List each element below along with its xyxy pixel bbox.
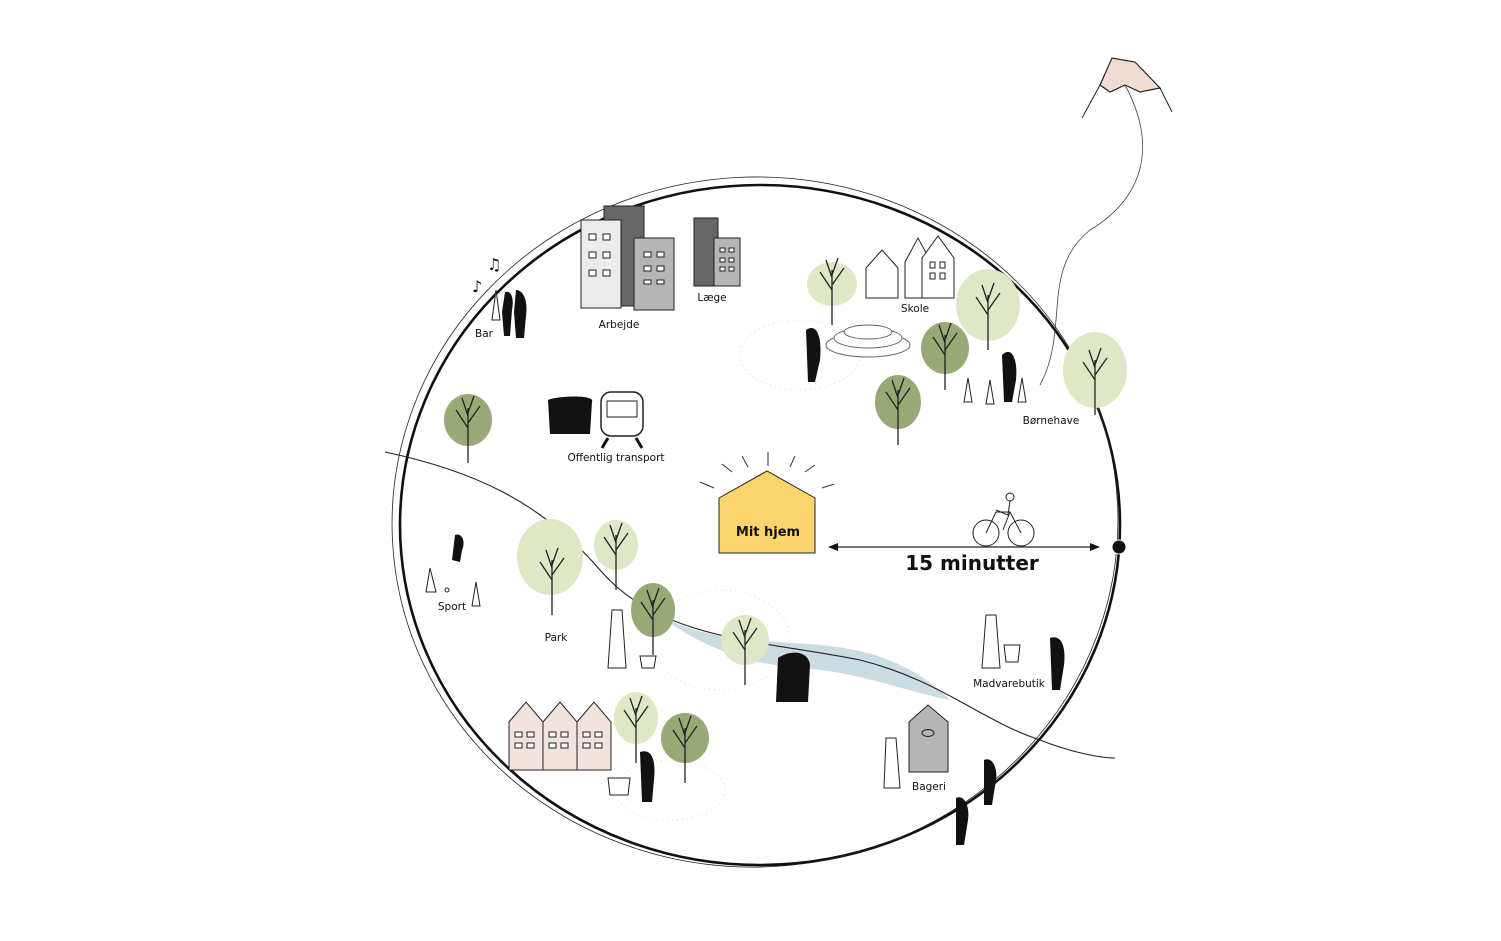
tree-icon xyxy=(594,520,638,591)
tree-icon xyxy=(921,322,969,391)
label-school: Skole xyxy=(901,303,929,315)
park-people-icon xyxy=(607,609,810,702)
tree-icon xyxy=(956,269,1020,351)
tree-icon xyxy=(517,519,583,616)
label-doctor: Læge xyxy=(697,292,726,304)
sport-people-icon xyxy=(425,534,481,607)
row-houses-icon xyxy=(508,701,655,802)
label-park: Park xyxy=(545,632,569,644)
label-bakery: Bageri xyxy=(912,781,946,793)
svg-text:♫: ♫ xyxy=(487,255,501,274)
label-transport: Offentlig transport xyxy=(567,452,664,464)
kite-icon xyxy=(1039,57,1173,386)
tree-icon xyxy=(807,257,857,326)
bakery-icon xyxy=(883,704,997,845)
office-buildings-icon xyxy=(580,205,741,311)
label-bar: Bar xyxy=(475,328,494,340)
city-boundary-circle xyxy=(391,176,1122,868)
tree-icon xyxy=(661,713,709,784)
distance-label: 15 minutter xyxy=(905,551,1039,575)
grocery-shoppers-icon xyxy=(981,614,1065,690)
label-grocery: Madvarebutik xyxy=(973,678,1046,690)
waiting-people-icon xyxy=(548,396,593,434)
school-icon xyxy=(825,235,955,358)
bicycle-icon xyxy=(972,492,1035,547)
tree-icon xyxy=(444,394,492,464)
tree-icon xyxy=(1063,332,1127,416)
distance-arrow xyxy=(828,539,1127,555)
family-people-icon xyxy=(806,328,1027,405)
train-icon xyxy=(600,391,644,449)
bar-people-icon: ♪ ♫ xyxy=(472,255,527,338)
tree-icon xyxy=(614,692,658,764)
label-kindergarten: Børnehave xyxy=(1023,415,1080,427)
svg-text:♪: ♪ xyxy=(472,277,482,296)
tree-icon xyxy=(721,615,769,686)
label-home: Mit hjem xyxy=(736,525,800,540)
home-icon xyxy=(699,452,835,554)
tree-icon xyxy=(631,583,675,656)
ground-texture xyxy=(614,319,861,821)
label-work: Arbejde xyxy=(599,319,640,331)
label-sport: Sport xyxy=(438,601,466,613)
tree-icon xyxy=(875,375,921,446)
